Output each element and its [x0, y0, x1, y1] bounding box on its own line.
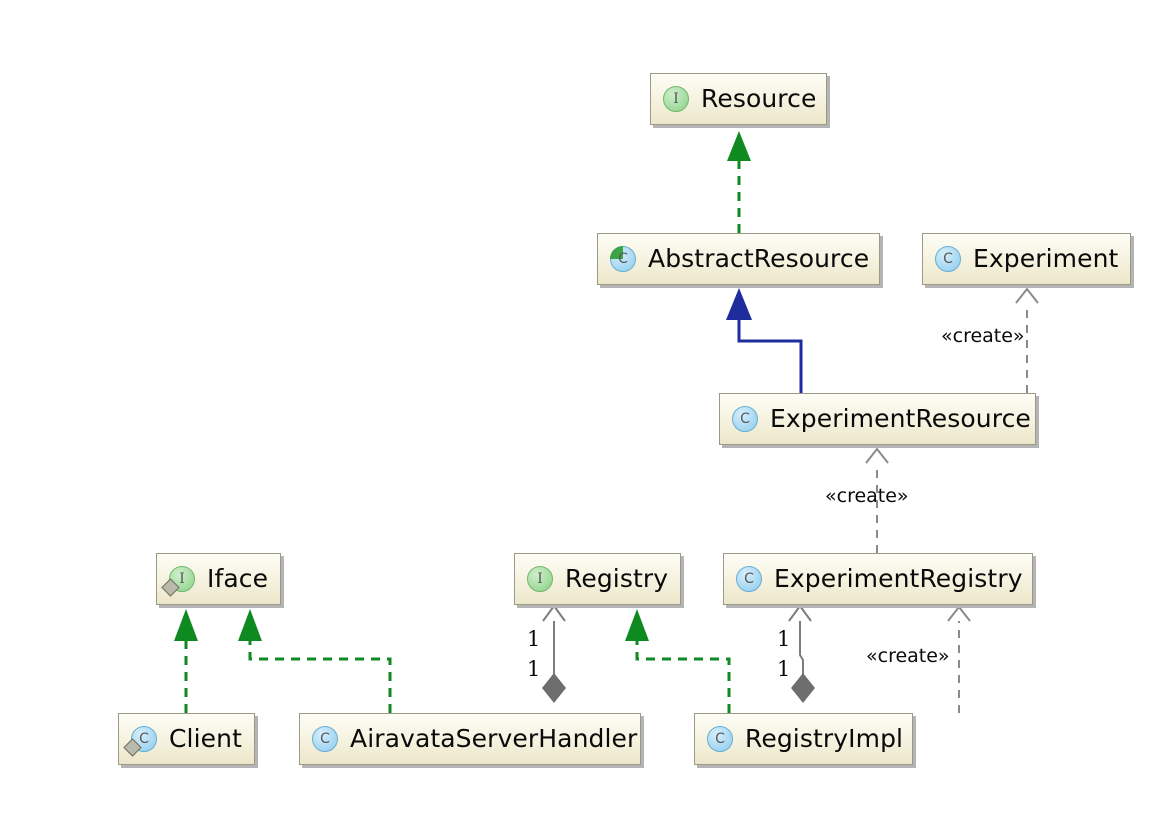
generalization-arrowhead — [726, 288, 752, 320]
multiplicity-registry-target: 1 — [527, 627, 541, 651]
edge-registryimpl-realizes-registry — [625, 609, 731, 713]
generalization-line — [737, 320, 803, 393]
class-node-label: Resource — [701, 83, 817, 113]
class-icon-glyph: C — [740, 411, 750, 427]
class-node-client[interactable]: C Client — [118, 713, 255, 765]
interface-icon: I — [161, 565, 196, 597]
class-node-label: AbstractResource — [648, 243, 870, 273]
interface-icon: I — [526, 565, 554, 593]
edge-airavataserverhandler-realizes-iface — [238, 609, 392, 713]
class-icon: C — [123, 725, 158, 757]
class-node-resource[interactable]: I Resource — [650, 73, 827, 125]
class-icon: C — [706, 725, 734, 753]
multiplicity-experimentregistry-source: 1 — [777, 657, 791, 681]
class-node-experimentresource[interactable]: C ExperimentResource — [719, 393, 1036, 445]
class-node-label: Client — [169, 723, 242, 753]
edge-label-create-experiment: «create» — [941, 325, 1025, 347]
realization-arrowhead — [727, 131, 751, 161]
multiplicity-experimentregistry-target: 1 — [777, 627, 791, 651]
realization-arrowhead — [625, 609, 649, 641]
realization-line — [248, 640, 392, 713]
class-node-label: ExperimentRegistry — [774, 563, 1023, 593]
class-icon-glyph: C — [618, 251, 628, 267]
aggregation-diamond — [791, 673, 815, 703]
class-node-iface[interactable]: I Iface — [156, 553, 281, 605]
interface-icon: I — [662, 85, 690, 113]
abstract-class-icon: C — [609, 245, 637, 273]
class-node-label: Experiment — [973, 243, 1119, 273]
aggregation-arrowhead — [542, 604, 566, 622]
aggregation-diamond — [542, 673, 566, 703]
edge-registryimpl-aggregates-experimentregistry — [788, 604, 815, 703]
class-node-experiment[interactable]: C Experiment — [922, 233, 1131, 285]
class-node-label: Iface — [207, 563, 269, 593]
edge-label-create-experiment-resource: «create» — [825, 485, 909, 507]
edge-registryimpl-creates-experimentregistry — [947, 605, 971, 713]
edge-label-create-experiment-registry: «create» — [866, 645, 950, 667]
realization-arrowhead — [174, 609, 198, 641]
interface-icon-glyph: I — [537, 571, 543, 587]
dependency-arrowhead — [1015, 287, 1039, 304]
class-icon-glyph: C — [943, 251, 953, 267]
dependency-arrowhead — [947, 605, 971, 622]
class-icon: C — [731, 405, 759, 433]
abstract-marker-icon — [610, 246, 623, 259]
class-node-label: ExperimentResource — [770, 403, 1031, 433]
class-icon-glyph: C — [715, 731, 725, 747]
edge-experimentregistry-creates-experimentresource — [865, 447, 889, 553]
class-node-airavataserverhandler[interactable]: C AiravataServerHandler — [299, 713, 641, 765]
class-node-registry[interactable]: I Registry — [514, 553, 681, 605]
realization-line — [635, 640, 731, 713]
edge-experimentresource-extends-abstractresource — [726, 288, 803, 393]
class-icon: C — [735, 565, 763, 593]
realization-arrowhead — [238, 609, 262, 641]
class-icon: C — [311, 725, 339, 753]
class-node-registryimpl[interactable]: C RegistryImpl — [694, 713, 913, 765]
class-icon: C — [934, 245, 962, 273]
class-node-experimentregistry[interactable]: C ExperimentRegistry — [723, 553, 1033, 605]
class-node-label: RegistryImpl — [745, 723, 904, 753]
interface-icon-glyph: I — [673, 91, 679, 107]
edge-abstractresource-realizes-resource — [727, 131, 751, 233]
edge-client-realizes-iface — [174, 609, 198, 713]
class-icon-glyph: C — [744, 571, 754, 587]
edge-airavataserverhandler-aggregates-registry — [542, 604, 566, 703]
dependency-arrowhead — [865, 447, 889, 464]
class-icon-glyph: C — [139, 731, 149, 747]
interface-icon-glyph: I — [179, 571, 185, 587]
class-icon-glyph: C — [320, 731, 330, 747]
multiplicity-registry-source: 1 — [527, 657, 541, 681]
edge-experimentresource-creates-experiment — [1015, 287, 1039, 393]
class-node-label: Registry — [565, 563, 669, 593]
class-node-label: AiravataServerHandler — [350, 723, 638, 753]
class-node-abstractresource[interactable]: C AbstractResource — [597, 233, 880, 285]
aggregation-arrowhead — [788, 604, 812, 622]
